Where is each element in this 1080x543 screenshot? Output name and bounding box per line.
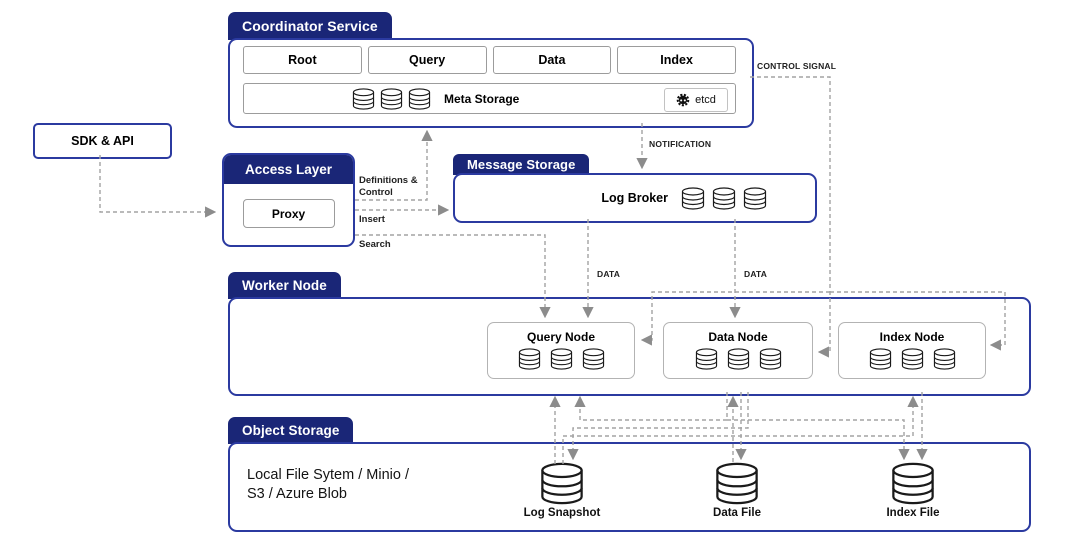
message-storage-tab: Message Storage	[453, 154, 590, 175]
access-layer-box: Access Layer Proxy	[222, 153, 355, 247]
query-node-label: Query Node	[526, 330, 595, 344]
message-storage-box: Log Broker	[453, 173, 817, 223]
coordinator-service-box: Root Query Data Index Meta Storage etcd	[228, 38, 754, 128]
log-snapshot-store: Log Snapshot	[522, 462, 602, 519]
index-node-label: Index Node	[879, 330, 945, 344]
data-coord-box: Data	[492, 46, 612, 74]
database-icon	[712, 186, 736, 210]
database-icon	[582, 348, 604, 370]
database-icon	[727, 348, 749, 370]
index-file-store: Index File	[873, 462, 953, 519]
search-label: Search	[359, 239, 391, 250]
database-icon	[869, 348, 891, 370]
database-icon	[759, 348, 781, 370]
data-label-data: DATA	[744, 269, 768, 279]
edge-sdk-to-proxy	[99, 155, 217, 218]
data-file-store: Data File	[697, 462, 777, 519]
database-icon	[743, 186, 767, 210]
data-file-label: Data File	[713, 507, 761, 519]
data-node-label: Data Node	[708, 330, 768, 344]
database-icon	[380, 87, 403, 110]
proxy-box: Proxy	[242, 199, 335, 228]
database-icon	[541, 462, 583, 505]
query-node-box: Query Node	[487, 322, 635, 379]
query-coord-box: Query	[367, 46, 487, 74]
database-icon	[933, 348, 955, 370]
database-icon	[681, 186, 705, 210]
log-snapshot-label: Log Snapshot	[523, 507, 601, 519]
meta-storage-box: Meta Storage etcd	[243, 83, 736, 114]
insert-label: Insert	[359, 214, 385, 225]
root-coord-box: Root	[243, 46, 362, 74]
database-icon	[352, 87, 375, 110]
database-icon	[892, 462, 934, 505]
etcd-label: etcd	[695, 94, 716, 106]
database-icon	[550, 348, 572, 370]
meta-storage-label: Meta Storage	[444, 91, 520, 106]
coordinator-service-tab: Coordinator Service	[228, 12, 392, 40]
worker-node-tab: Worker Node	[228, 272, 341, 299]
data-label-query: DATA	[597, 269, 621, 279]
database-icon	[518, 348, 540, 370]
control-signal-label: CONTROL SIGNAL	[757, 61, 837, 71]
database-icon	[408, 87, 431, 110]
coordinator-services-row: Root Query Data Index	[243, 46, 736, 74]
notification-label: NOTIFICATION	[649, 139, 712, 149]
log-broker-label: Log Broker	[601, 191, 668, 205]
database-icon	[695, 348, 717, 370]
index-file-label: Index File	[886, 507, 940, 519]
data-node-box: Data Node	[663, 322, 813, 379]
etcd-box: etcd	[664, 88, 728, 112]
object-storage-description: Local File Sytem / Minio / S3 / Azure Bl…	[247, 467, 409, 502]
database-icon	[716, 462, 758, 505]
sdk-api-box: SDK & API	[33, 123, 172, 159]
access-layer-tab: Access Layer	[224, 155, 353, 184]
database-icon	[901, 348, 923, 370]
index-node-box: Index Node	[838, 322, 986, 379]
edge-web-to-querynode	[574, 395, 727, 421]
etcd-icon	[676, 93, 690, 107]
object-storage-tab: Object Storage	[228, 417, 354, 444]
index-coord-box: Index	[617, 46, 736, 74]
definitions-control-label: Definitions & Control	[359, 175, 418, 198]
